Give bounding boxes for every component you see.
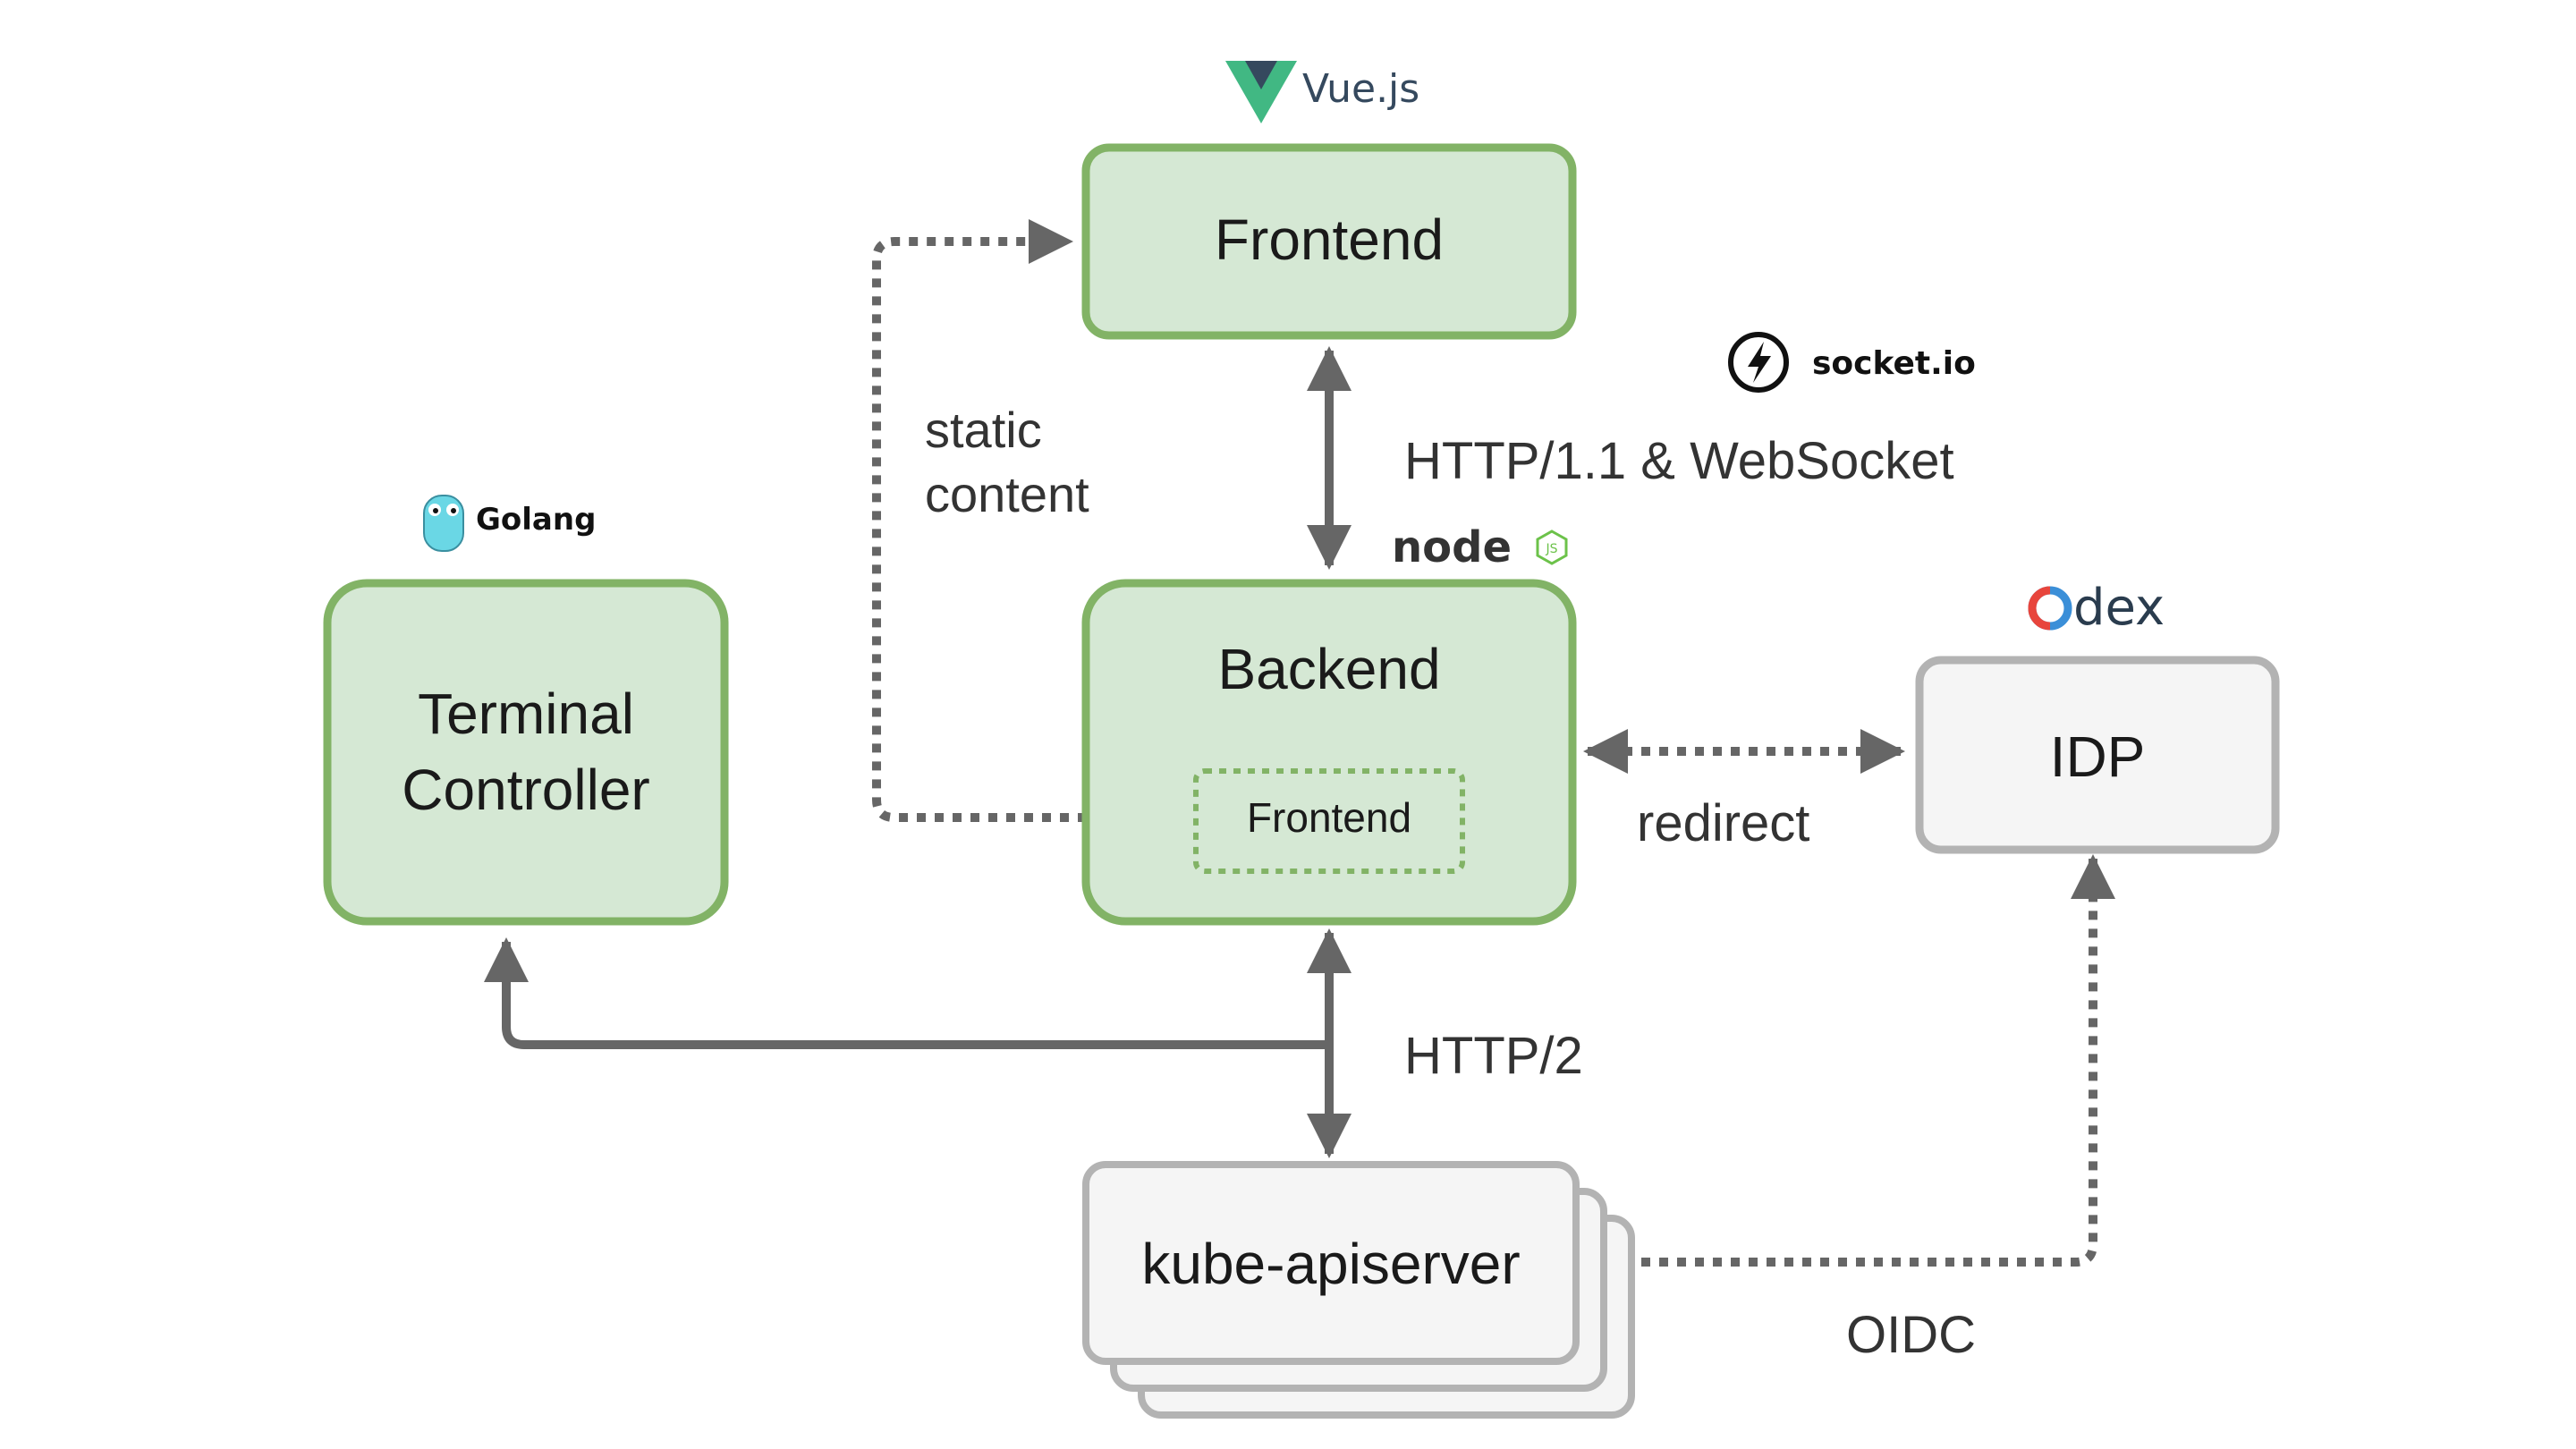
nodejs-logo-text: node [1392, 522, 1512, 572]
golang-logo: Golang [423, 495, 596, 552]
static-content-edge [872, 219, 1194, 822]
socketio-logo: socket.io [1728, 332, 1976, 393]
socketio-logo-text: socket.io [1812, 345, 1976, 382]
terminal-controller-label-line2: Controller [402, 758, 649, 822]
idp-label: IDP [2050, 724, 2146, 789]
socketio-logo-icon [1728, 332, 1789, 393]
nodejs-logo: node JS [1392, 522, 1568, 572]
nodejs-logo-icon: JS [1536, 530, 1568, 565]
apiserver-terminal-edge [484, 937, 1329, 1049]
oidc-edge [1588, 854, 2115, 1267]
dex-logo-icon [2028, 586, 2072, 631]
redirect-label: redirect [1637, 794, 1809, 852]
vue-logo-icon [1225, 61, 1297, 123]
terminal-controller-node: Terminal Controller [323, 579, 729, 926]
svg-text:JS: JS [1545, 542, 1557, 556]
frontend-label: Frontend [1215, 208, 1444, 272]
idp-node: IDP [1915, 656, 2280, 854]
embedded-frontend-box [1193, 768, 1465, 874]
gopher-logo-icon [423, 495, 464, 552]
backend-label: Backend [1217, 637, 1440, 701]
static-content-label-line2: content [925, 466, 1089, 522]
kube-apiserver-label: kube-apiserver [1141, 1232, 1520, 1296]
terminal-controller-label-line1: Terminal [418, 682, 634, 746]
frontend-node: Frontend [1081, 143, 1577, 340]
vue-logo-text: Vue.js [1302, 66, 1419, 112]
kube-apiserver-node: kube-apiserver [1082, 1161, 1635, 1419]
static-content-label-line1: static [925, 402, 1042, 458]
dex-logo: dex [2028, 579, 2165, 637]
http2-label: HTTP/2 [1404, 1027, 1583, 1085]
embedded-frontend-label: Frontend [1247, 794, 1411, 841]
vue-logo: Vue.js [1225, 61, 1419, 123]
dex-logo-text: dex [2073, 579, 2165, 637]
http11-websocket-label: HTTP/1.1 & WebSocket [1404, 432, 1954, 490]
backend-node: Backend Frontend [1081, 579, 1577, 926]
oidc-label: OIDC [1846, 1306, 1976, 1364]
golang-logo-text: Golang [476, 502, 596, 538]
